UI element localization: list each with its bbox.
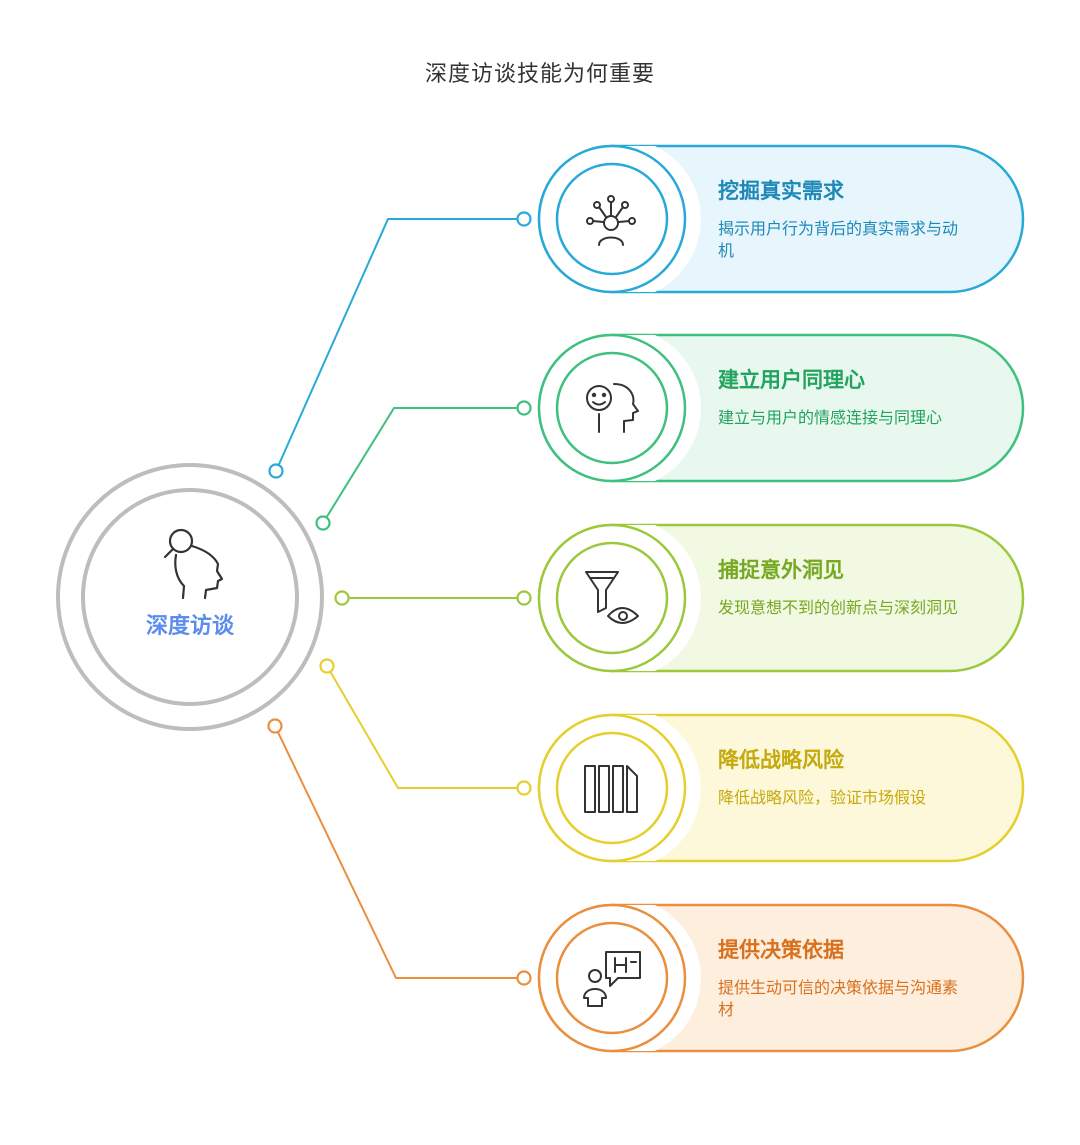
card-3-desc: 发现意想不到的创新点与深刻洞见 <box>718 598 959 617</box>
face-empathy-icon <box>586 383 639 433</box>
card-4 <box>537 713 1025 863</box>
center-label: 深度访谈 <box>145 614 234 639</box>
card-1 <box>537 144 1025 294</box>
card-5-text: 提供决策依据提供生动可信的决策依据与沟通素材 <box>718 936 968 1021</box>
pillars-icon <box>584 765 638 813</box>
card-2-title: 建立用户同理心 <box>718 368 865 392</box>
connectors <box>267 211 532 986</box>
connector-4 <box>319 658 532 796</box>
card-2-text: 建立用户同理心建立与用户的情感连接与同理心 <box>718 366 968 429</box>
connector-5 <box>267 718 532 986</box>
card-3-title: 捕捉意外洞见 <box>718 558 844 582</box>
funnel-eye-icon <box>585 571 639 624</box>
card-4-desc: 降低战略风险，验证市场假设 <box>718 788 927 807</box>
card-5-desc: 提供生动可信的决策依据与沟通素材 <box>718 978 959 1019</box>
person-presentation-icon <box>583 951 641 1007</box>
card-1-desc: 揭示用户行为背后的真实需求与动机 <box>718 219 959 260</box>
cards <box>537 144 1025 1053</box>
connector-3 <box>334 590 532 606</box>
center-hub <box>56 463 324 731</box>
connector-2 <box>315 400 532 531</box>
card-2-desc: 建立与用户的情感连接与同理心 <box>718 408 943 427</box>
card-1-title: 挖掘真实需求 <box>718 179 844 203</box>
page-title: 深度访谈技能为何重要 <box>424 62 655 87</box>
card-3 <box>537 523 1025 673</box>
card-3-text: 捕捉意外洞见发现意想不到的创新点与深刻洞见 <box>718 556 968 619</box>
card-2 <box>537 333 1025 483</box>
connector-1 <box>268 211 532 479</box>
card-1-text: 挖掘真实需求揭示用户行为背后的真实需求与动机 <box>718 177 968 262</box>
card-4-title: 降低战略风险 <box>718 748 844 772</box>
person-magnifier-icon <box>163 528 224 600</box>
card-5-title: 提供决策依据 <box>718 938 844 962</box>
person-network-icon <box>586 195 636 246</box>
card-4-text: 降低战略风险降低战略风险，验证市场假设 <box>718 746 968 809</box>
card-5 <box>537 903 1025 1053</box>
